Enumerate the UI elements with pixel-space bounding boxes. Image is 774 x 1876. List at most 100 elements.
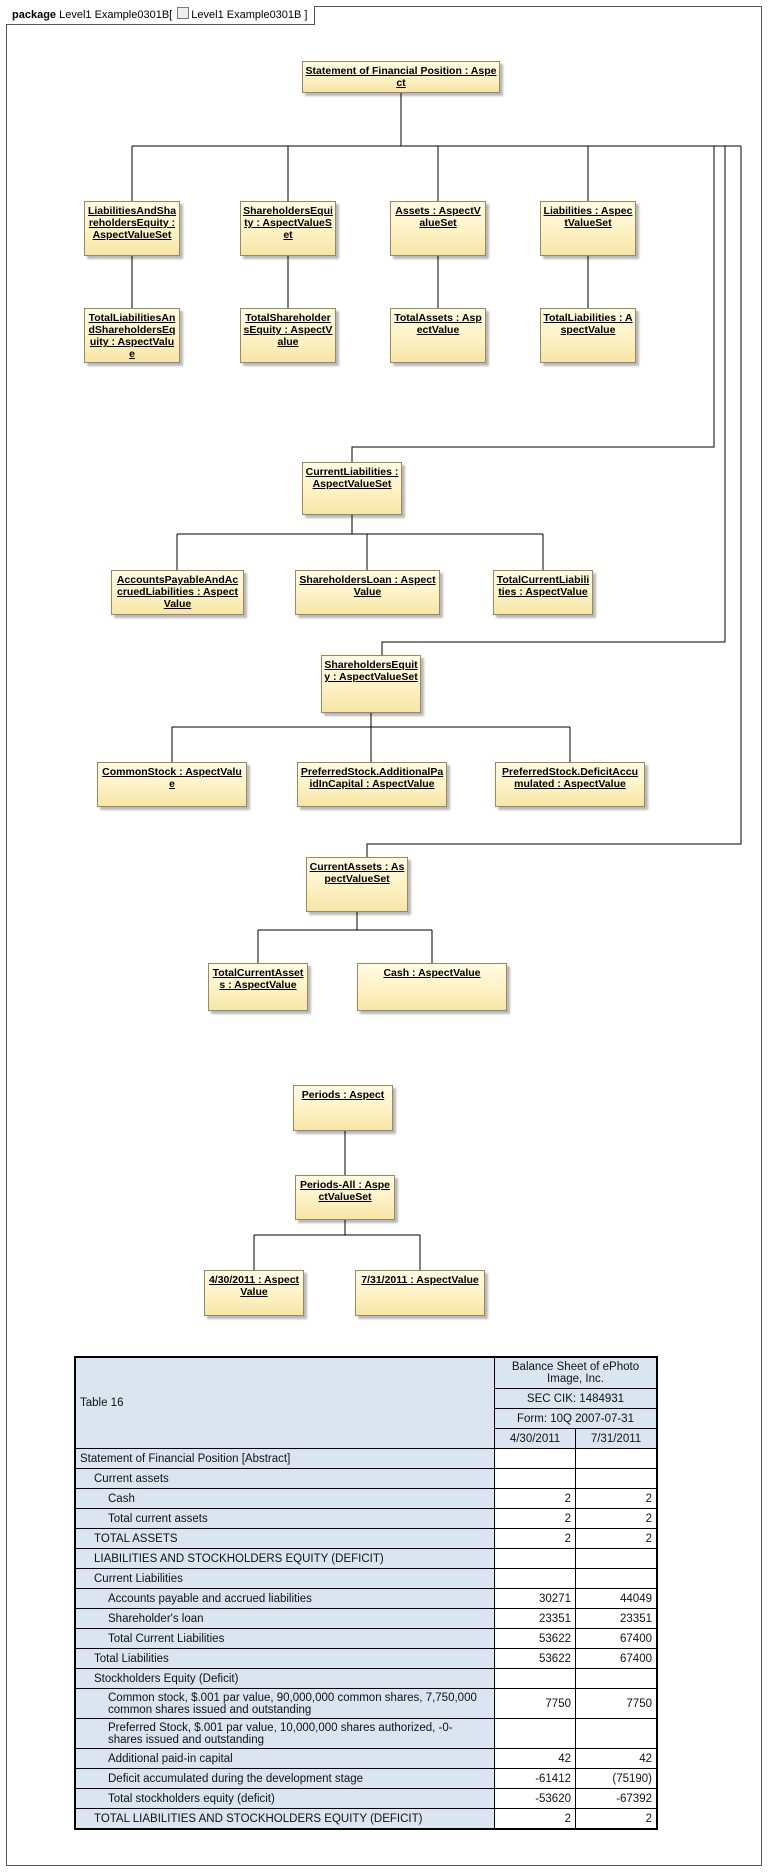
table-row: Common stock, $.001 par value, 90,000,00… [74,1688,658,1719]
row-value-4-30-2011 [494,1468,576,1489]
table-row: Deficit accumulated during the developme… [74,1768,658,1789]
row-value-7-31-2011: 2 [575,1508,658,1529]
row-value-7-31-2011: 2 [575,1808,658,1830]
node-accounts-payable-and-accrued-liabilities[interactable]: AccountsPayableAndAccruedLiabilities : A… [111,570,244,615]
node-preferred-stock-additional-paid-in-capital[interactable]: PreferredStock.AdditionalPaidInCapital :… [297,762,447,807]
row-label: Cash [74,1488,495,1509]
row-label: Stockholders Equity (Deficit) [74,1668,495,1689]
table-row: Stockholders Equity (Deficit) [74,1668,658,1689]
node-current-assets[interactable]: CurrentAssets : AspectValueSet [306,857,408,912]
node-statement-of-financial-position[interactable]: Statement of Financial Position : Aspect [302,61,500,93]
node-shareholders-equity[interactable]: ShareholdersEquity : AspectValueSet [240,201,336,256]
row-value-7-31-2011: 42 [575,1748,658,1769]
row-value-4-30-2011: 2 [494,1508,576,1529]
node-liabilities-and-shareholders-equity[interactable]: LiabilitiesAndShareholdersEquity : Aspec… [84,201,180,256]
row-value-4-30-2011: 53622 [494,1628,576,1649]
row-value-4-30-2011: 30271 [494,1588,576,1609]
node-periods-all[interactable]: Periods-All : AspectValueSet [295,1175,395,1220]
table-title: Table 16 [74,1356,495,1449]
row-value-7-31-2011: 44049 [575,1588,658,1609]
package-ref: Level1 Example0301B [191,9,302,21]
row-value-7-31-2011 [575,1448,658,1469]
node-shareholders-loan[interactable]: ShareholdersLoan : AspectValue [295,570,440,615]
row-value-4-30-2011 [494,1548,576,1569]
row-value-7-31-2011: 7750 [575,1688,658,1719]
row-value-4-30-2011: 53622 [494,1648,576,1669]
row-value-7-31-2011: 67400 [575,1648,658,1669]
row-label: Total Current Liabilities [74,1628,495,1649]
row-label: Common stock, $.001 par value, 90,000,00… [74,1688,495,1719]
node-preferred-stock-deficit-accumulated[interactable]: PreferredStock.DeficitAccumulated : Aspe… [495,762,645,807]
row-label: TOTAL LIABILITIES AND STOCKHOLDERS EQUIT… [74,1808,495,1830]
row-value-4-30-2011: 42 [494,1748,576,1769]
row-value-7-31-2011: (75190) [575,1768,658,1789]
row-label: Total Liabilities [74,1648,495,1669]
table-col-header-1: 4/30/2011 [494,1428,576,1449]
row-label: Additional paid-in capital [74,1748,495,1769]
package-name: Level1 Example0301B [59,9,170,21]
row-value-4-30-2011 [494,1668,576,1689]
row-value-4-30-2011: -61412 [494,1768,576,1789]
node-current-liabilities[interactable]: CurrentLiabilities : AspectValueSet [302,462,402,515]
table-cik: SEC CIK: 1484931 [494,1388,658,1409]
node-period-4-30-2011[interactable]: 4/30/2011 : AspectValue [204,1270,304,1316]
table-row: Statement of Financial Position [Abstrac… [74,1448,658,1469]
table-form: Form: 10Q 2007-07-31 [494,1408,658,1429]
row-value-4-30-2011: 2 [494,1528,576,1549]
row-label: Preferred Stock, $.001 par value, 10,000… [74,1718,495,1749]
node-total-shareholders-equity[interactable]: TotalShareholdersEquity : AspectValue [240,308,336,363]
row-label: TOTAL ASSETS [74,1528,495,1549]
node-shareholders-equity-detail[interactable]: ShareholdersEquity : AspectValueSet [321,655,421,713]
row-label: Accounts payable and accrued liabilities [74,1588,495,1609]
row-value-4-30-2011: 23351 [494,1608,576,1629]
balance-sheet-table: Table 16 Balance Sheet of ePhoto Image, … [74,1356,658,1830]
node-total-current-assets[interactable]: TotalCurrentAssets : AspectValue [208,963,308,1011]
package-keyword: package [12,9,57,21]
row-label: Deficit accumulated during the developme… [74,1768,495,1789]
row-value-4-30-2011 [494,1448,576,1469]
node-common-stock[interactable]: CommonStock : AspectValue [97,762,247,807]
row-value-7-31-2011 [575,1568,658,1589]
node-total-assets[interactable]: TotalAssets : AspectValue [390,308,486,363]
node-cash[interactable]: Cash : AspectValue [357,963,507,1011]
node-liabilities[interactable]: Liabilities : AspectValueSet [540,201,636,256]
row-value-7-31-2011 [575,1718,658,1749]
row-value-7-31-2011 [575,1668,658,1689]
table-row: Preferred Stock, $.001 par value, 10,000… [74,1718,658,1749]
node-total-liabilities[interactable]: TotalLiabilities : AspectValue [540,308,636,363]
row-value-4-30-2011 [494,1718,576,1749]
table-col-header-2: 7/31/2011 [575,1428,658,1449]
row-value-7-31-2011 [575,1468,658,1489]
node-assets[interactable]: Assets : AspectValueSet [390,201,486,256]
row-value-7-31-2011: 67400 [575,1628,658,1649]
table-row: TOTAL LIABILITIES AND STOCKHOLDERS EQUIT… [74,1808,658,1830]
row-label: Total current assets [74,1508,495,1529]
row-value-7-31-2011 [575,1548,658,1569]
table-row: Total stockholders equity (deficit)-5362… [74,1788,658,1809]
node-total-liabilities-and-shareholders-equity[interactable]: TotalLiabilitiesAndShareholdersEquity : … [84,308,180,363]
row-label: Current assets [74,1468,495,1489]
node-period-7-31-2011[interactable]: 7/31/2011 : AspectValue [355,1270,485,1316]
row-value-7-31-2011: -67392 [575,1788,658,1809]
table-row: Accounts payable and accrued liabilities… [74,1588,658,1609]
row-label: Total stockholders equity (deficit) [74,1788,495,1809]
table-row: Current assets [74,1468,658,1489]
row-value-4-30-2011: 7750 [494,1688,576,1719]
table-company: Balance Sheet of ePhoto Image, Inc. [494,1356,658,1389]
row-label: Shareholder's loan [74,1608,495,1629]
row-value-4-30-2011 [494,1568,576,1589]
table-row: Current Liabilities [74,1568,658,1589]
row-value-4-30-2011: -53620 [494,1788,576,1809]
node-total-current-liabilities[interactable]: TotalCurrentLiabilities : AspectValue [493,570,593,615]
package-tab: package Level1 Example0301B[ Level1 Exam… [6,6,315,25]
row-label: Statement of Financial Position [Abstrac… [74,1448,495,1469]
node-periods[interactable]: Periods : Aspect [293,1085,393,1131]
row-value-7-31-2011: 23351 [575,1608,658,1629]
